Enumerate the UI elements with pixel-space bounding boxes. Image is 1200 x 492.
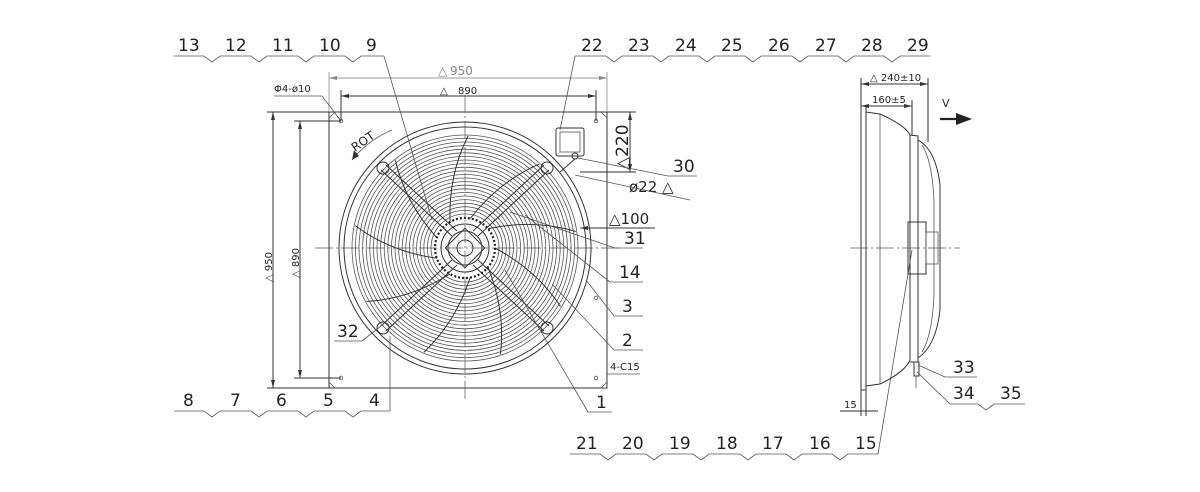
fan-blade [487, 223, 576, 232]
dim-flange: 15 [844, 400, 857, 411]
fan-blade [394, 160, 438, 239]
dim-cable: ø22 △ [629, 178, 674, 196]
label-13: 13 [178, 36, 200, 56]
dim-depth-total: △ 240±10 [870, 73, 921, 84]
label-34: 34 [953, 384, 975, 404]
dim-offset: △100 [609, 210, 649, 228]
label-23: 23 [628, 36, 650, 56]
fan-blade [449, 135, 469, 223]
dim-outer-height: △ 950 [264, 252, 275, 282]
label-29: 29 [907, 36, 929, 56]
top-dimensions: △ 950 △ 890 Φ4-ø10 [274, 64, 608, 122]
dim-inner-width: 890 [458, 86, 477, 97]
fan-blade [487, 267, 503, 355]
callouts-top-right: 22 23 24 25 26 27 28 29 [559, 36, 930, 131]
label-8: 8 [183, 391, 194, 411]
label-24: 24 [675, 36, 697, 56]
mounting-hole [593, 375, 599, 381]
label-3: 3 [622, 297, 633, 317]
label-4: 4 [369, 391, 380, 411]
fan-blade [355, 225, 437, 259]
front-view [315, 95, 620, 400]
dim-outer-width-value: 950 [450, 64, 473, 78]
label-20: 20 [622, 434, 644, 454]
callouts-side: 33 34 35 [916, 358, 1025, 411]
callouts-top-left: 13 12 11 10 9 [174, 36, 433, 221]
callouts-bottom-left: 8 7 6 5 4 [174, 336, 391, 418]
dim-outer-width: △ [438, 64, 448, 78]
label-21: 21 [576, 434, 598, 454]
label-18: 18 [716, 434, 738, 454]
callouts-right: 30 31 14 3 2 1 [504, 157, 697, 413]
left-dimensions: △ 950 △ 890 [264, 111, 341, 389]
label-33: 33 [953, 358, 975, 378]
label-2: 2 [622, 331, 633, 351]
label-30: 30 [673, 157, 695, 177]
terminal-box [555, 127, 585, 173]
callouts-left: 32 [334, 322, 382, 342]
airflow-label: V [942, 97, 950, 110]
label-15: 15 [855, 434, 877, 454]
rotation-label: ROT [349, 128, 378, 154]
label-10: 10 [319, 36, 341, 56]
callouts-bottom-mid: 21 20 19 18 17 16 15 [570, 249, 913, 461]
label-27: 27 [815, 36, 837, 56]
dim-hole-spec: Φ4-ø10 [274, 84, 311, 95]
label-5: 5 [323, 391, 334, 411]
label-12: 12 [225, 36, 247, 56]
fan-blade [423, 277, 471, 353]
label-35: 35 [1000, 384, 1022, 404]
label-9: 9 [366, 36, 377, 56]
fan-blade [469, 163, 540, 219]
label-32: 32 [337, 322, 359, 342]
side-view: △ 240±10 160±5 15 V [840, 73, 972, 416]
label-1: 1 [596, 393, 607, 413]
label-26: 26 [768, 36, 790, 56]
rotation-indicator: ROT [349, 128, 393, 161]
label-11: 11 [272, 36, 294, 56]
label-17: 17 [762, 434, 784, 454]
label-6: 6 [276, 391, 287, 411]
label-19: 19 [669, 434, 691, 454]
dim-inner-height: △ 890 [291, 248, 302, 278]
fan-blade [494, 247, 561, 307]
guard-struts [376, 161, 554, 335]
dim-depth-partial: 160±5 [872, 95, 906, 106]
dim-corner: 4-C15 [610, 362, 640, 373]
label-22: 22 [581, 36, 603, 56]
mounting-plate [328, 111, 608, 389]
label-31: 31 [624, 229, 646, 249]
fan-blades [355, 135, 576, 355]
box-dimensions: △220 ø22 △ △100 4-C15 [574, 111, 691, 375]
label-25: 25 [721, 36, 743, 56]
airflow-arrow-icon [956, 113, 972, 125]
label-28: 28 [861, 36, 883, 56]
svg-text:△: △ [440, 86, 448, 97]
label-16: 16 [809, 434, 831, 454]
dim-box-height: △220 [613, 124, 633, 170]
label-7: 7 [230, 391, 241, 411]
label-14: 14 [619, 263, 641, 283]
